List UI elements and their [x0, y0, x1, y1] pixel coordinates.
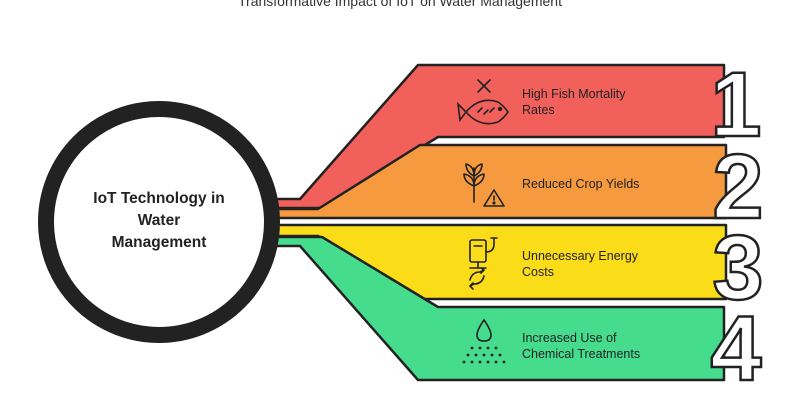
segment-4: 4 [274, 235, 763, 400]
item-label-1: High Fish Mortality Rates [522, 86, 692, 118]
chemical-drops-icon [462, 318, 506, 364]
diagram-title: Transformative Impact of IoT on Water Ma… [238, 0, 562, 9]
item-label-3: Unnecessary Energy Costs [522, 248, 692, 280]
energy-cycle-icon [469, 237, 498, 290]
segment-number-3: 3 [712, 217, 763, 319]
item-3-line-1: Unnecessary Energy [522, 249, 639, 263]
item-label-2: Reduced Crop Yields [522, 176, 692, 192]
item-2-line-1: Reduced Crop Yields [522, 177, 640, 191]
item-1-line-1: High Fish Mortality [522, 87, 626, 101]
hub-label-line-3: Management [111, 234, 207, 251]
hub-label: IoT Technology in Water Management [70, 188, 248, 254]
item-label-4: Increased Use of Chemical Treatments [522, 330, 692, 362]
dead-fish-icon [456, 79, 509, 125]
wilted-crop-warning-icon [463, 163, 505, 207]
item-4-line-1: Increased Use of [522, 331, 617, 345]
item-1-line-2: Rates [522, 103, 555, 117]
item-3-line-2: Costs [522, 265, 554, 279]
segment-2: 2 [276, 135, 765, 239]
segment-number-1: 1 [710, 54, 761, 156]
item-4-line-2: Chemical Treatments [522, 347, 641, 361]
hub-label-line-1: IoT Technology in [93, 190, 225, 207]
segment-number-2: 2 [712, 136, 763, 238]
hub-ring [38, 101, 280, 343]
segment-number-4: 4 [710, 298, 761, 400]
hub-label-line-2: Water [137, 212, 181, 229]
